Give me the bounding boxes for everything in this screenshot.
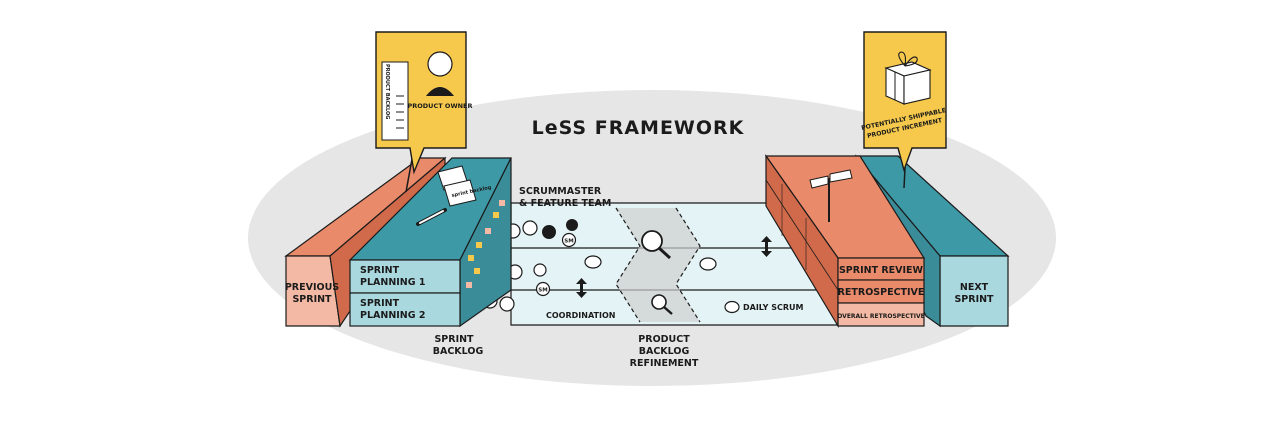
signpost-icon <box>809 169 853 222</box>
pbr-label-2: BACKLOG <box>639 346 690 357</box>
coordination-label: COORDINATION <box>546 311 615 320</box>
pbr-label-1: PRODUCT <box>638 334 690 345</box>
product-increment-sign: POTENTIALLY SHIPPABLE PRODUCT INCREMENT <box>861 31 947 189</box>
coordination-arrow-icon <box>761 236 772 257</box>
sprint-backlog-notes: sprint backlog <box>416 165 492 226</box>
previous-sprint-label-2: SPRINT <box>292 294 332 305</box>
sprint-planning-1-label: SPRINT <box>360 265 400 276</box>
speech-bubble-icon <box>584 255 602 269</box>
sm-badge-2: SM <box>538 288 547 294</box>
next-sprint-label-2: SPRINT <box>954 294 994 305</box>
sprint-lanes <box>510 202 839 326</box>
sprint-planning-block <box>348 157 512 328</box>
retrospective-label: RETROSPECTIVE <box>838 287 925 298</box>
product-owner-label: PRODUCT OWNER <box>407 102 472 110</box>
magnifier-icon <box>651 294 673 315</box>
previous-sprint-label: PREVIOUS <box>285 282 339 293</box>
sprint-backlog-label: SPRINT <box>434 334 474 345</box>
overall-retrospective-label: OVERALL RETROSPECTIVE <box>837 313 925 320</box>
magnifier-icon <box>641 230 672 260</box>
diagram-title: LeSS FRAMEWORK <box>532 117 745 139</box>
pbr-label-3: REFINEMENT <box>630 358 699 369</box>
product-backlog-label: PRODUCT BACKLOG <box>384 64 390 119</box>
product-owner-sign: PRODUCT BACKLOG PRODUCT OWNER <box>375 31 473 193</box>
sticky-notes <box>466 200 505 288</box>
sm-badge-1: SM <box>564 239 573 245</box>
sprint-planning-2-label: SPRINT <box>360 298 400 309</box>
gift-box-icon <box>884 51 932 105</box>
sprint-review-label: SPRINT REVIEW <box>839 265 924 276</box>
speech-bubble-icon <box>699 257 717 271</box>
coordination-arrow-icon <box>576 278 587 298</box>
sprint-planning-1-label-2: PLANNING 1 <box>360 277 425 288</box>
feature-team-label: & FEATURE TEAM <box>519 198 611 209</box>
next-sprint-label: NEXT <box>960 282 989 293</box>
daily-scrum-label: DAILY SCRUM <box>743 303 804 312</box>
sprint-review-block <box>764 154 926 329</box>
sprint-backlog-label-2: BACKLOG <box>433 346 484 357</box>
scrummaster-label: SCRUMMASTER <box>519 186 602 197</box>
speech-bubble-icon <box>724 300 740 314</box>
sprint-planning-2-label-2: PLANNING 2 <box>360 310 425 321</box>
